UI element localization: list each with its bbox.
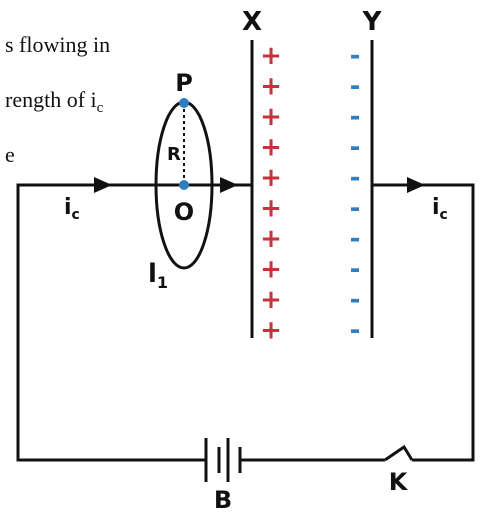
minus-charge: -: [350, 102, 361, 132]
label-battery: B: [214, 486, 232, 514]
arrow-left-wire: [94, 177, 112, 193]
text-fragment-line1: s flowing in: [5, 32, 110, 57]
minus-charge: -: [350, 194, 361, 224]
plus-charge: +: [260, 194, 282, 224]
label-plate-x: X: [242, 7, 262, 37]
plus-charge: +: [260, 102, 282, 132]
minus-charge: -: [350, 133, 361, 163]
point-o-dot: [179, 180, 189, 190]
plus-charge: +: [260, 224, 282, 254]
label-key: K: [389, 468, 409, 496]
circuit-wires: [16, 183, 475, 462]
plus-charge: +: [260, 41, 282, 71]
minus-charge: -: [350, 255, 361, 285]
plus-charge: +: [260, 316, 282, 346]
text-fragment-line2: rength of ic: [5, 87, 104, 116]
minus-charge: -: [350, 316, 361, 346]
label-plate-y: Y: [362, 7, 383, 37]
minus-charge: -: [350, 285, 361, 315]
minus-charge: -: [350, 72, 361, 102]
plus-charge: +: [260, 133, 282, 163]
plus-charge: +: [260, 285, 282, 315]
negative-charges: ----------: [350, 41, 361, 346]
label-point-p: P: [175, 69, 193, 97]
text-fragment-line3: e: [5, 142, 15, 167]
plus-charge: +: [260, 72, 282, 102]
arrow-right-wire: [407, 177, 425, 193]
wire-right: [372, 183, 475, 462]
positive-charges: ++++++++++: [260, 41, 282, 346]
label-loop: l1: [148, 259, 168, 292]
label-radius: R: [167, 144, 181, 165]
plus-charge: +: [260, 255, 282, 285]
minus-charge: -: [350, 224, 361, 254]
key-switch: [384, 444, 414, 462]
label-current-left: ic: [64, 195, 80, 223]
battery: [204, 438, 242, 482]
label-current-right: ic: [432, 195, 448, 223]
point-p-dot: [179, 98, 189, 108]
wire-left: [16, 183, 252, 462]
arrow-into-plate: [220, 177, 238, 193]
minus-charge: -: [350, 41, 361, 71]
label-point-o: O: [174, 198, 194, 226]
plus-charge: +: [260, 163, 282, 193]
minus-charge: -: [350, 163, 361, 193]
